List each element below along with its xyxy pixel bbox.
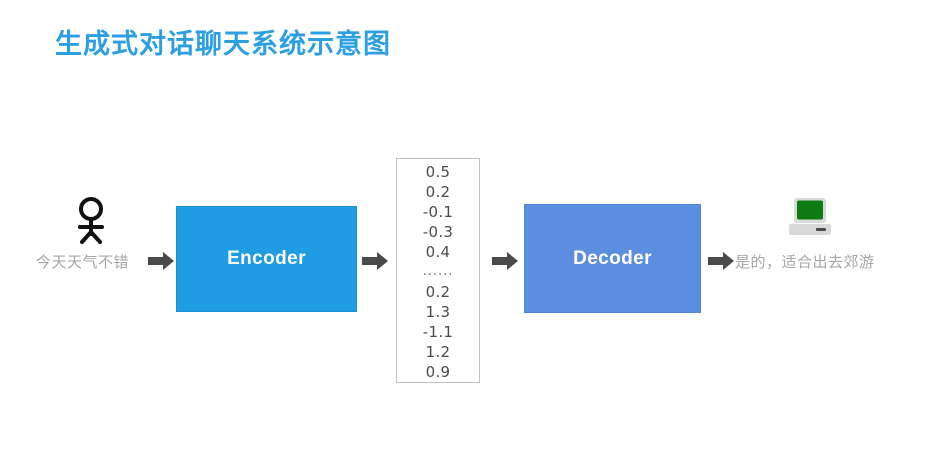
- arrow-encoder-to-vector-icon: [362, 251, 388, 271]
- page-title: 生成式对话聊天系统示意图: [55, 29, 391, 59]
- vector-value: 0.5: [425, 163, 451, 181]
- latent-vector-box: 0.5 0.2 -0.1 -0.3 0.4 ...... 0.2 1.3 -1.…: [396, 158, 480, 383]
- person-icon: [68, 196, 114, 244]
- decoder-box[interactable]: Decoder: [525, 205, 700, 312]
- vector-ellipsis: ......: [422, 264, 454, 279]
- arrow-vector-to-decoder-icon: [492, 251, 518, 271]
- vector-value: 0.4: [425, 243, 451, 261]
- vector-value: -1.1: [422, 323, 454, 341]
- vector-value: -0.3: [422, 223, 454, 241]
- decoder-label: Decoder: [573, 247, 652, 269]
- arrow-input-to-encoder-icon: [148, 251, 174, 271]
- vector-value: 0.2: [425, 283, 451, 301]
- vector-value: -0.1: [422, 203, 454, 221]
- encoder-label: Encoder: [227, 248, 306, 269]
- vector-value: 1.3: [425, 303, 451, 321]
- arrow-decoder-to-output-icon: [708, 251, 734, 271]
- user-input-text: 今天天气不错: [36, 254, 130, 271]
- vector-value: 0.2: [425, 183, 451, 201]
- vector-value: 0.9: [425, 363, 451, 381]
- encoder-box[interactable]: Encoder: [177, 207, 356, 311]
- vector-value: 1.2: [425, 343, 451, 361]
- system-output-text: 是的，适合出去郊游: [735, 254, 875, 271]
- computer-icon: [789, 198, 831, 236]
